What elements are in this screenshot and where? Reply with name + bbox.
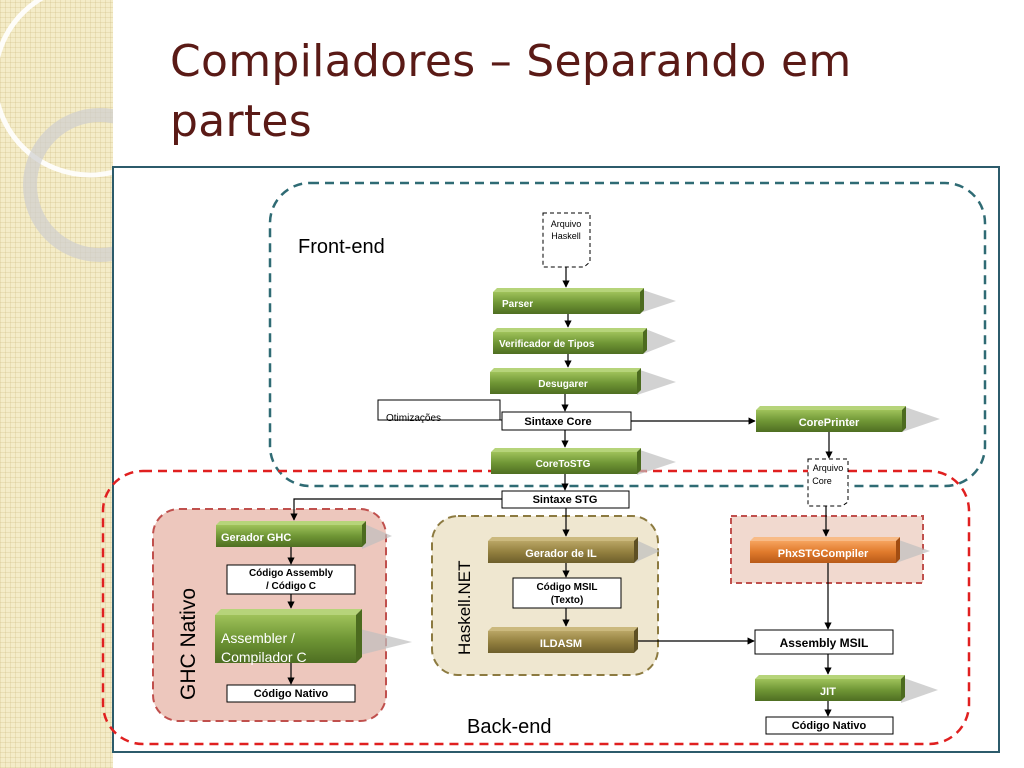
- arquivo-haskell-doc: [542, 212, 591, 268]
- coreprinter-label: CorePrinter: [799, 417, 860, 429]
- arquivo-core-line2: Core: [812, 476, 832, 486]
- otimizacoes-label: Otimizações: [386, 413, 441, 424]
- parser-label: Parser: [502, 299, 533, 310]
- sintaxe-core-label: Sintaxe Core: [524, 416, 591, 428]
- verificador-label: Verificador de Tipos: [499, 339, 595, 350]
- arquivo-haskell-line2: Haskell: [551, 231, 581, 241]
- gerador-il-box: Gerador de IL: [488, 537, 660, 563]
- arrow-stg-gerador-ghc: [290, 498, 502, 521]
- codigo-nativo-jit-box: [765, 716, 894, 735]
- gerador-ghc-label: Gerador GHC: [221, 532, 291, 544]
- parser-box: Parser: [493, 288, 676, 314]
- codigo-assembly-line2: / Código C: [266, 581, 316, 592]
- coretostg-label: CoreToSTG: [536, 459, 591, 470]
- sintaxe-stg-label: Sintaxe STG: [533, 494, 598, 506]
- desugarer-label: Desugarer: [538, 379, 588, 390]
- codigo-nativo-jit-label: Código Nativo: [792, 720, 867, 732]
- assembler-box: Assembler / Compilador C: [215, 609, 412, 665]
- codigo-msil-line2: (Texto): [551, 595, 584, 606]
- assembler-line2: Compilador C: [221, 649, 307, 665]
- jit-label: JIT: [820, 686, 836, 698]
- assembly-msil-label: Assembly MSIL: [780, 636, 869, 650]
- otimizacoes-loop: [377, 399, 502, 421]
- codigo-nativo-ghc-label: Código Nativo: [254, 688, 329, 700]
- slide-title: Compiladores – Separando em partes: [170, 36, 852, 147]
- ghc-nativo-label: GHC Nativo: [177, 588, 200, 700]
- coreprinter-box: CorePrinter: [756, 406, 940, 432]
- arquivo-haskell-line1: Arquivo: [551, 219, 582, 229]
- decorative-circles: [0, 0, 113, 262]
- arquivo-core-line1: Arquivo: [813, 463, 844, 473]
- decorative-left-band: [0, 0, 113, 768]
- verificador-box: Verificador de Tipos: [493, 328, 676, 354]
- haskell-net-label: Haskell.NET: [455, 561, 474, 655]
- codigo-msil-line1: Código MSIL: [536, 582, 597, 593]
- front-end-label: Front-end: [298, 236, 385, 258]
- phxstgcompiler-label: PhxSTGCompiler: [778, 548, 869, 560]
- jit-box: JIT: [755, 675, 938, 703]
- codigo-nativo-ghc-box: [226, 684, 356, 703]
- ildasm-box: ILDASM: [488, 627, 638, 653]
- codigo-msil-box: [512, 577, 622, 609]
- desugarer-box: Desugarer: [490, 368, 676, 395]
- arrows: [287, 267, 833, 717]
- assembly-msil-box: [754, 629, 894, 655]
- ildasm-label: ILDASM: [540, 638, 582, 650]
- gerador-ghc-box: Gerador GHC: [216, 521, 392, 549]
- coretostg-box: CoreToSTG: [491, 448, 676, 475]
- gerador-il-label: Gerador de IL: [525, 548, 597, 560]
- codigo-assembly-line1: Código Assembly: [249, 568, 334, 579]
- assembler-line1: Assembler /: [221, 630, 295, 646]
- front-end-region: [268, 181, 987, 488]
- phxstgcompiler-box: PhxSTGCompiler: [750, 537, 930, 563]
- codigo-assembly-box: [226, 564, 356, 595]
- arquivo-core-doc: [807, 458, 849, 507]
- back-end-label: Back-end: [467, 716, 552, 738]
